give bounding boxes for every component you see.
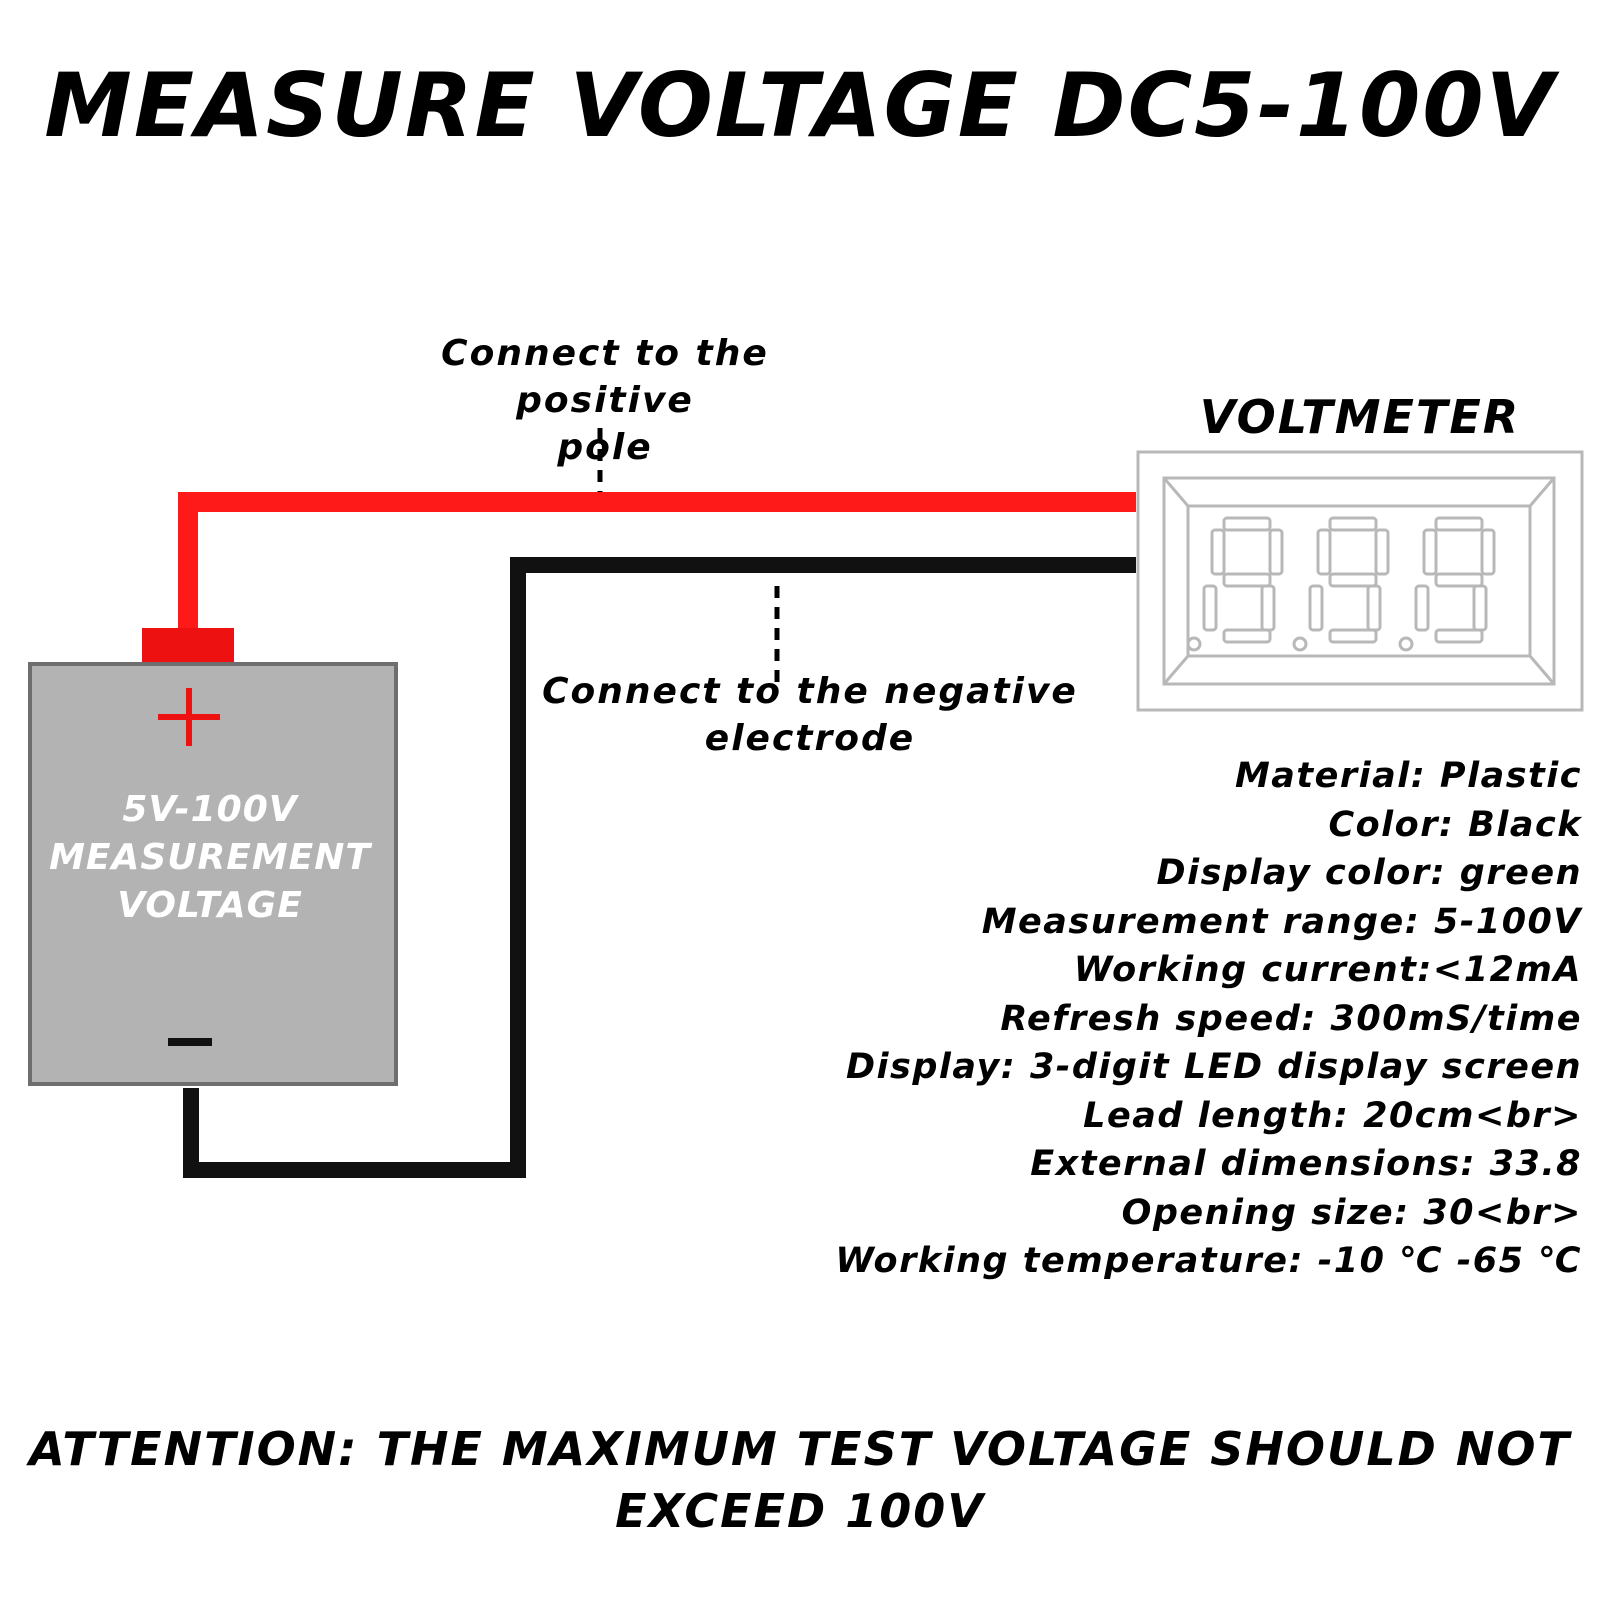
- battery-label-line: VOLTAGE: [117, 885, 303, 926]
- page-title: MEASURE VOLTAGE DC5-100V: [44, 54, 1556, 157]
- spec-item: Measurement range: 5-100V: [981, 901, 1582, 942]
- digit-segment: [1366, 584, 1382, 632]
- spec-item: Lead length: 20cm<br>: [1083, 1095, 1582, 1136]
- spec-item: Working current:<12mA: [1073, 950, 1582, 990]
- spec-item: External dimensions: 33.8: [1030, 1144, 1582, 1184]
- digit-segment: [1222, 572, 1272, 588]
- attention-line: EXCEED 100V: [615, 1484, 985, 1538]
- positive-pole-label: Connect to the positive pole: [350, 330, 860, 471]
- digit-segment: [1268, 528, 1284, 576]
- voltmeter-icon: [1136, 450, 1584, 712]
- digit-segment: [1328, 516, 1378, 532]
- battery-body: [28, 662, 398, 1086]
- digit-segment: [1434, 572, 1484, 588]
- digit-segment: [1308, 584, 1324, 632]
- digit-segment: [1374, 528, 1390, 576]
- digit-segment: [1434, 628, 1484, 644]
- positive-label-line: Connect to the positive: [441, 333, 769, 421]
- spec-item: Material: Plastic: [1234, 756, 1582, 796]
- digit-segment: [1328, 628, 1378, 644]
- digit-segment: [1480, 528, 1496, 576]
- spec-item: Opening size: 30<br>: [1121, 1192, 1582, 1233]
- spec-item: Refresh speed: 300mS/time: [1000, 998, 1582, 1039]
- spec-item: Working temperature: -10 ℃ -65 ℃: [835, 1241, 1582, 1281]
- digit-segment: [1328, 572, 1378, 588]
- digit-segment: [1434, 516, 1484, 532]
- decimal-point: [1292, 636, 1308, 652]
- digit-segment: [1210, 528, 1226, 576]
- negative-electrode-label: Connect to the negative electrode: [530, 668, 1090, 762]
- negative-label-line: electrode: [704, 718, 916, 759]
- negative-wire: [183, 557, 1136, 1178]
- battery-label-line: MEASUREMENT: [49, 837, 371, 878]
- attention-notice: ATTENTION: THE MAXIMUM TEST VOLTAGE SHOU…: [0, 1418, 1600, 1542]
- voltmeter-label: VOLTMETER: [1199, 390, 1521, 444]
- plus-icon: [158, 688, 220, 746]
- digit-segment: [1222, 628, 1272, 644]
- digit-segment: [1472, 584, 1488, 632]
- spec-list: Material: Plastic Color: Black Display c…: [760, 752, 1582, 1286]
- positive-label-line: pole: [557, 427, 653, 468]
- battery-label: 5V-100V MEASUREMENT VOLTAGE: [30, 786, 390, 930]
- digit-segment: [1414, 584, 1430, 632]
- decimal-point: [1186, 636, 1202, 652]
- spec-item: Display: 3-digit LED display screen: [845, 1047, 1582, 1087]
- digit-segment: [1316, 528, 1332, 576]
- decimal-point: [1398, 636, 1414, 652]
- spec-item: Display color: green: [1156, 853, 1582, 893]
- attention-line: ATTENTION: THE MAXIMUM TEST VOLTAGE SHOU…: [29, 1422, 1571, 1476]
- digit-segment: [1222, 516, 1272, 532]
- negative-label-line: Connect to the negative: [542, 671, 1078, 712]
- positive-wire: [178, 492, 1136, 632]
- digit-segment: [1260, 584, 1276, 632]
- digit-segment: [1422, 528, 1438, 576]
- digit-segment: [1202, 584, 1218, 632]
- battery-label-line: 5V-100V: [122, 789, 298, 830]
- spec-item: Color: Black: [1328, 804, 1582, 845]
- battery-terminal: [142, 628, 234, 668]
